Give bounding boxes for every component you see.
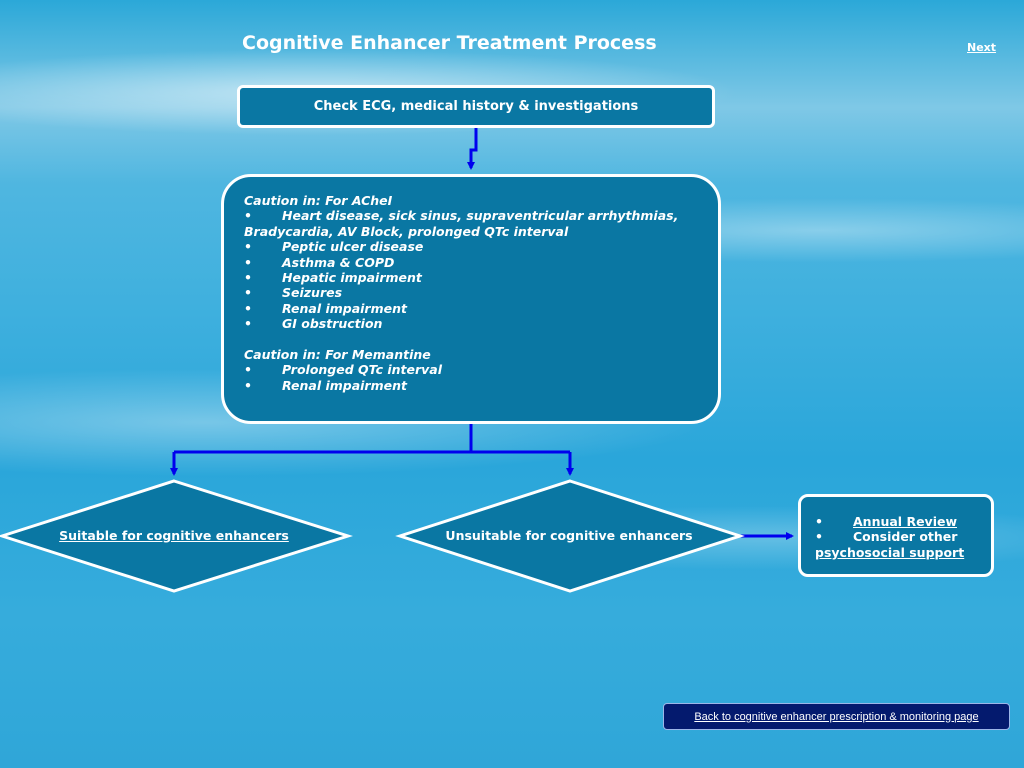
- review-list-item-continuation: psychosocial support: [815, 545, 991, 560]
- back-button-label: Back to cognitive enhancer prescription …: [694, 710, 979, 723]
- annual-review-link[interactable]: Annual Review: [853, 514, 958, 529]
- caution-list-item: •GI obstruction: [244, 316, 383, 332]
- suitable-diamond[interactable]: [0, 479, 353, 593]
- ecg-check-box: Check ECG, medical history & investigati…: [237, 85, 715, 128]
- review-box: • Annual Review • Consider other psychosoc…: [798, 494, 994, 577]
- caution-list-item: •Peptic ulcer disease: [244, 239, 424, 255]
- bullet-glyph: •: [244, 270, 252, 286]
- unsuitable-diamond: [395, 479, 745, 593]
- caution-list-item: •Hepatic impairment: [244, 270, 422, 286]
- back-to-prescription-button[interactable]: Back to cognitive enhancer prescription …: [663, 703, 1010, 730]
- caution-list-item: •Seizures: [244, 285, 343, 301]
- bullet-glyph: •: [815, 529, 823, 545]
- bullet-glyph: •: [244, 300, 252, 316]
- consider-other-text: Consider other: [853, 529, 958, 545]
- caution-box: Caution in: For ACheI •Heart disease, si…: [221, 174, 721, 424]
- unsuitable-label: Unsuitable for cognitive enhancers: [445, 528, 693, 543]
- connector-ecg-to-caution: [467, 128, 478, 170]
- bullet-glyph: •: [244, 377, 252, 393]
- caution-list-item: •Prolonged QTc interval: [244, 362, 442, 378]
- page-title: Cognitive Enhancer Treatment Process: [242, 32, 657, 54]
- acheI-heading: Caution in: For ACheI: [244, 193, 393, 208]
- bullet-glyph: •: [815, 514, 823, 529]
- bullet-glyph: •: [244, 362, 252, 378]
- bullet-glyph: •: [244, 239, 252, 255]
- bullet-glyph: •: [244, 208, 252, 224]
- bullet-glyph: •: [244, 254, 252, 270]
- caution-list-item-continuation: Bradycardia, AV Block, prolonged QTc int…: [244, 223, 569, 239]
- caution-list-item: •Heart disease, sick sinus, supraventric…: [244, 208, 679, 224]
- caution-list-item: •Renal impairment: [244, 377, 407, 393]
- ecg-check-label: Check ECG, medical history & investigati…: [313, 99, 639, 114]
- psychosocial-support-link[interactable]: psychosocial support: [815, 544, 965, 560]
- bullet-glyph: •: [244, 285, 252, 301]
- section-spacer: [244, 332, 698, 347]
- review-list-item: • Annual Review: [815, 514, 991, 529]
- caution-list-item: •Asthma & COPD: [244, 254, 395, 270]
- bullet-glyph: •: [244, 316, 252, 332]
- memantine-heading: Caution in: For Memantine: [244, 347, 431, 363]
- suitable-link[interactable]: Suitable for cognitive enhancers: [59, 528, 289, 543]
- caution-list-item: •Renal impairment: [244, 300, 407, 316]
- review-list-item: • Consider other: [815, 529, 991, 544]
- next-link[interactable]: Next: [967, 41, 997, 54]
